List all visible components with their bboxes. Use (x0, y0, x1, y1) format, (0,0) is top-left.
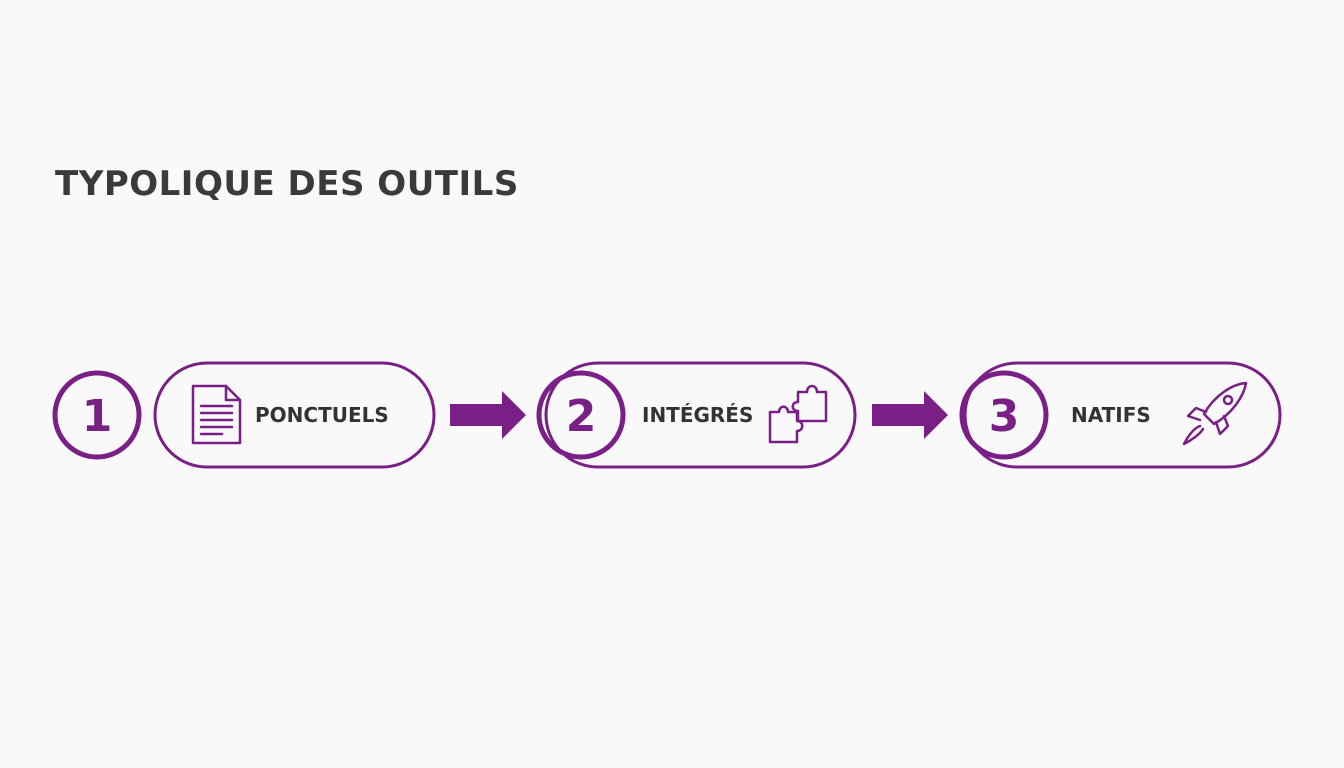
step-2-number-circle (536, 370, 626, 460)
arrow-right-icon (450, 391, 526, 439)
step-1-number-circle (52, 370, 142, 460)
step-3-pill (963, 361, 1282, 469)
arrow-right-icon (872, 391, 948, 439)
puzzle-icon (768, 384, 828, 444)
step-1-number: 1 (82, 391, 113, 442)
document-icon (191, 384, 242, 445)
step-3: 3 NATIFS (959, 361, 1282, 469)
step-2-label: INTÉGRÉS (642, 403, 753, 427)
step-3-number-circle (959, 370, 1049, 460)
step-1: 1 PONCTUELS (52, 361, 436, 469)
step-3-number: 3 (989, 391, 1020, 442)
step-2: 2 INTÉGRÉS (536, 361, 857, 469)
step-2-number: 2 (566, 391, 597, 442)
diagram-title: TYPOLIQUE DES OUTILS (55, 164, 519, 204)
step-1-pill (153, 361, 436, 469)
rocket-icon (1182, 381, 1248, 446)
step-3-label: NATIFS (1071, 403, 1151, 427)
step-2-pill (544, 361, 857, 469)
step-1-label: PONCTUELS (255, 403, 389, 427)
